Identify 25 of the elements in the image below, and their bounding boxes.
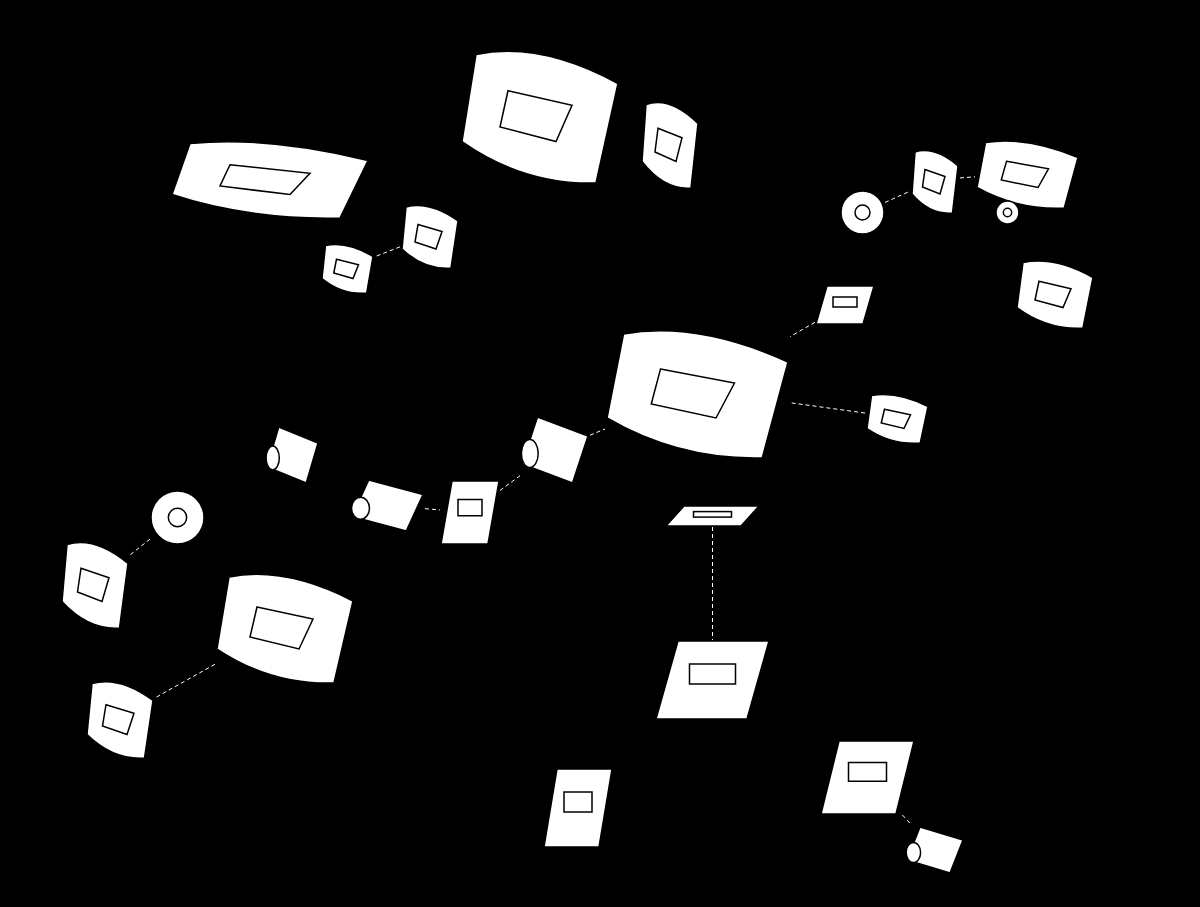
assembly-line: [499, 475, 521, 491]
field-coil-drawing: [520, 415, 590, 485]
assembly-line: [424, 508, 441, 511]
assembly-line: [959, 176, 976, 179]
assembly-line: [374, 246, 401, 258]
roller-drawing: [905, 825, 965, 875]
assembly-line: [589, 428, 606, 436]
assembly-line: [789, 402, 866, 414]
manual-drawing: [543, 768, 613, 848]
assembly-line: [712, 526, 713, 641]
armature-drawing: [350, 478, 425, 533]
assembly-line: [884, 190, 911, 203]
pulley-drawing: [840, 190, 885, 235]
assembly-line: [129, 538, 151, 556]
roller-drawing: [265, 425, 320, 485]
pulley-drawing: [995, 200, 1020, 225]
fan-drawing: [150, 490, 205, 545]
assembly-line: [789, 321, 816, 338]
roller-bracket-drawing: [820, 740, 915, 815]
platen-drawing: [655, 640, 770, 720]
handle-drawing: [815, 285, 875, 325]
assembly-line: [154, 663, 216, 699]
baffle-plate-drawing: [440, 480, 500, 545]
assembly-line: [901, 814, 913, 826]
wear-plate-drawing: [665, 505, 760, 527]
